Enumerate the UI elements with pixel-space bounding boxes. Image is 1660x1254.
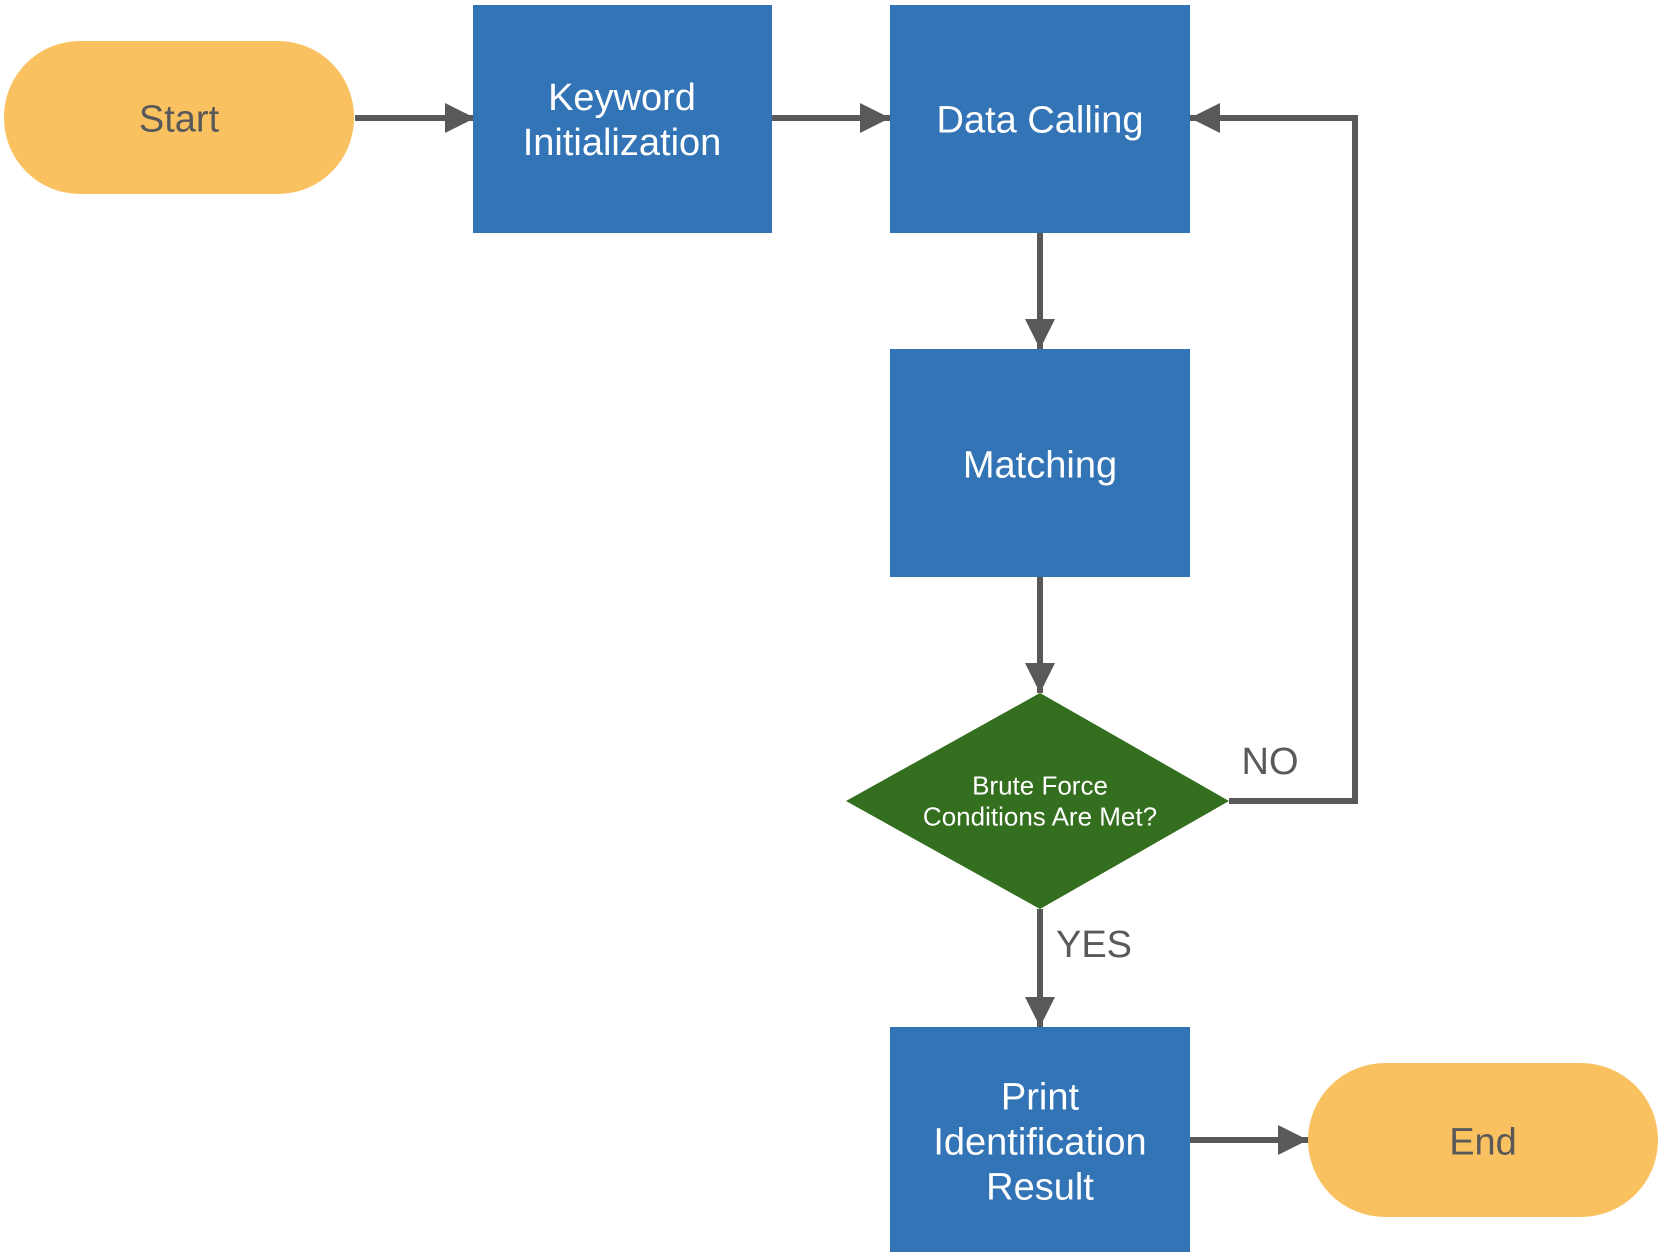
data-calling-node-shape <box>890 5 1190 233</box>
label-line: Keyword <box>548 77 696 119</box>
label-line: Identification <box>933 1121 1146 1163</box>
print-identification-result-node-shape <box>890 1027 1190 1252</box>
connectors <box>355 103 1358 1155</box>
label-line: Conditions Are Met? <box>923 802 1157 832</box>
label-line: Start <box>139 98 220 140</box>
label-line: Initialization <box>523 122 722 164</box>
label-line: Data Calling <box>937 99 1144 141</box>
keyword-initialization-node-shape <box>473 5 772 233</box>
edge-decision-no-loop <box>1190 103 1358 804</box>
brute-force-decision-node-shape <box>846 693 1229 909</box>
matching-node-shape <box>890 349 1190 577</box>
label-line: Print <box>1001 1076 1080 1118</box>
start-node[interactable]: Start <box>4 41 354 194</box>
end-node-label: End <box>1449 1121 1517 1163</box>
data-calling-node[interactable]: Data Calling <box>890 5 1190 233</box>
end-node-shape <box>1308 1063 1658 1217</box>
edge-label-yes: YES <box>1056 924 1132 966</box>
label-line: Matching <box>963 444 1117 486</box>
start-node-shape <box>4 41 354 194</box>
label-line: Result <box>986 1166 1094 1208</box>
label-line: Brute Force <box>972 771 1108 801</box>
data-calling-node-label: Data Calling <box>937 99 1144 141</box>
edge-label-no: NO <box>1242 741 1299 783</box>
label-line: End <box>1449 1121 1517 1163</box>
end-node[interactable]: End <box>1308 1063 1658 1217</box>
matching-node-label: Matching <box>963 444 1117 486</box>
start-node-label: Start <box>139 98 220 140</box>
matching-node[interactable]: Matching <box>890 349 1190 577</box>
